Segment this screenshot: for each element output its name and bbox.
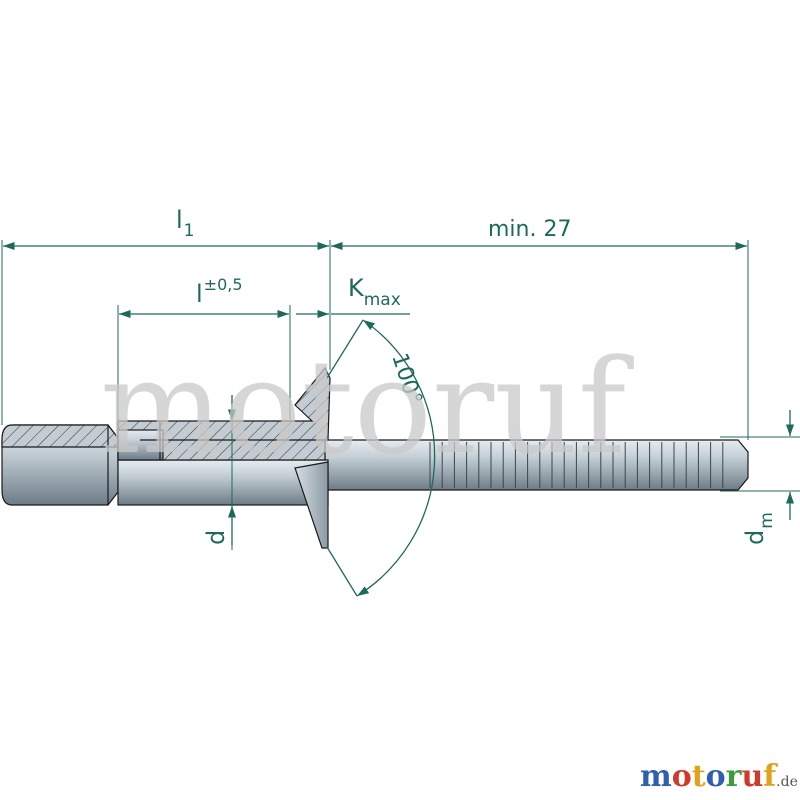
- brand-logo: motoruf.de: [640, 759, 798, 794]
- rivet-part: [1, 366, 749, 549]
- dim-angle-arc: [356, 319, 436, 597]
- logo-letter: m: [640, 759, 672, 794]
- dimension-lines: [3, 241, 795, 597]
- dimension-labels: l1 min. 27 l±0,5 Kmax 100° d dm: [176, 206, 777, 545]
- label-min-27: min. 27: [488, 217, 571, 242]
- mandrel-grooves: [429, 442, 724, 488]
- logo-letter: u: [741, 759, 763, 794]
- rivet-section-upper: [117, 366, 331, 461]
- label-l: l±0,5: [196, 275, 243, 308]
- logo-letter: o: [706, 759, 726, 794]
- label-l1: l1: [176, 206, 195, 241]
- label-d: d: [202, 530, 230, 545]
- logo-text: motoruf.de: [640, 759, 798, 794]
- logo-letter: t: [692, 759, 706, 794]
- watermark: motoruf: [100, 331, 634, 483]
- logo-letter: f: [763, 759, 778, 794]
- label-dm: dm: [741, 512, 777, 545]
- logo-letter: o: [672, 759, 692, 794]
- logo-suffix: .de: [776, 774, 798, 790]
- logo-letter: r: [726, 759, 743, 794]
- label-kmax: Kmax: [348, 274, 401, 310]
